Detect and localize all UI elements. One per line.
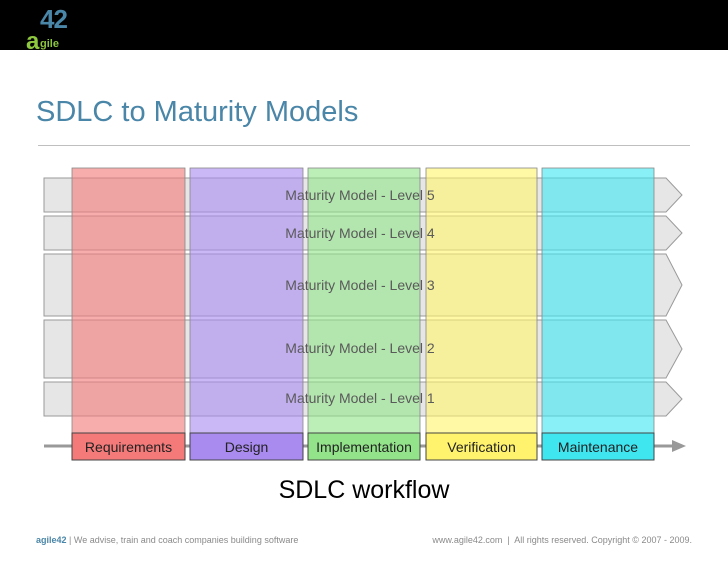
workflow-caption: SDLC workflow [278, 476, 450, 504]
workflow-arrow-head [672, 440, 686, 452]
maturity-level-label: Maturity Model - Level 2 [285, 340, 435, 356]
diagram-canvas [43, 167, 686, 461]
phase-column [425, 167, 538, 461]
phase-column [307, 167, 421, 461]
phase-label-box [425, 432, 538, 461]
footer-copyright: All rights reserved. Copyright © 2007 - … [514, 535, 692, 545]
footer-website[interactable]: www.agile42.com [432, 535, 503, 545]
phase-label: Design [224, 438, 269, 455]
maturity-level-label: Maturity Model - Level 3 [285, 277, 435, 293]
phase-label: Implementation [316, 438, 412, 455]
logo-number: 42 [40, 4, 68, 34]
slide-title: SDLC to Maturity Models [36, 96, 359, 128]
phase-label: Maintenance [557, 438, 639, 455]
logo-letter: a [26, 28, 40, 55]
logo-word: gile [40, 38, 59, 50]
phase-column [189, 167, 304, 461]
maturity-level-label: Maturity Model - Level 4 [285, 225, 435, 241]
maturity-level-label: Maturity Model - Level 1 [285, 390, 435, 406]
header-bar: 42 a gile [0, 0, 728, 55]
phase-label: Requirements [84, 438, 173, 455]
title-divider [38, 145, 690, 146]
phase-label-box [541, 432, 655, 461]
phase-label: Verification [447, 438, 516, 455]
phase-label-box [71, 432, 186, 461]
phase-column [541, 167, 655, 461]
phase-label-box [307, 432, 421, 461]
agile42-logo[interactable]: 42 a gile [24, 4, 84, 56]
footer-left: agile42 | We advise, train and coach com… [36, 535, 299, 545]
phase-column [71, 167, 186, 461]
footer-brand: agile42 [36, 535, 67, 545]
footer-tagline: We advise, train and coach companies bui… [73, 535, 299, 545]
maturity-level-label: Maturity Model - Level 5 [285, 187, 435, 203]
footer-right: www.agile42.com | All rights reserved. C… [432, 535, 692, 545]
phase-label-box [189, 432, 304, 461]
sdlc-diagram: Requirements Design Implementation Verifica… [0, 160, 728, 480]
